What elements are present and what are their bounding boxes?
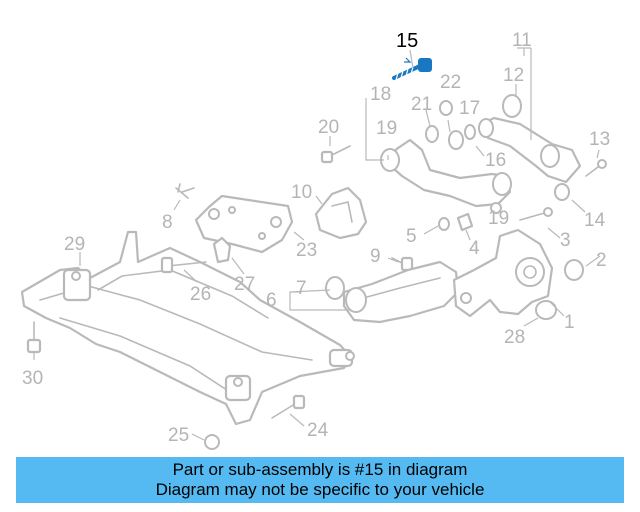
- callout-11: 11: [512, 30, 532, 51]
- callout-6: 6: [266, 290, 277, 311]
- bolt-part-15-highlighted: [392, 57, 432, 81]
- callout-1: 1: [564, 312, 575, 333]
- callout-3: 3: [560, 230, 571, 251]
- bushing-part-28: [535, 300, 557, 320]
- knuckle-part-1: [452, 228, 554, 318]
- bolt-part-13: [585, 159, 607, 177]
- banner-line-1: Part or sub-assembly is #15 in diagram: [172, 460, 468, 479]
- bolt-part-24: [271, 394, 306, 419]
- callout-25: 25: [168, 425, 189, 446]
- callout-30: 30: [22, 368, 43, 389]
- callout-29: 29: [64, 234, 85, 255]
- bushing-part-14: [554, 183, 570, 201]
- nut-part-22: [439, 100, 453, 116]
- callout-27: 27: [234, 274, 255, 295]
- bracket-part-4: [456, 212, 474, 232]
- washer-part-16: [464, 124, 476, 140]
- banner-line-2: Diagram may not be specific to your vehi…: [155, 480, 485, 499]
- callout-16: 16: [485, 150, 506, 171]
- callout-15: 15: [396, 30, 418, 52]
- callout-19a: 19: [376, 118, 397, 139]
- bolt-part-20: [320, 145, 351, 164]
- bushing-part-12: [502, 94, 522, 118]
- callout-2: 2: [596, 250, 607, 271]
- callout-17: 17: [459, 98, 480, 119]
- link-part-23: [194, 194, 294, 254]
- stud-part-30: [26, 321, 42, 354]
- callout-22: 22: [440, 72, 461, 93]
- info-banner: Part or sub-assembly is #15 in diagram D…: [16, 457, 624, 503]
- lower-arm-part-6: [325, 260, 460, 324]
- nut-part-25: [204, 434, 220, 450]
- rear-subframe: [20, 230, 355, 426]
- callout-13: 13: [589, 129, 610, 150]
- callout-28: 28: [504, 327, 525, 348]
- callout-8: 8: [162, 212, 173, 233]
- callout-10: 10: [291, 182, 312, 203]
- upper-arm-part-18: [380, 138, 512, 214]
- bolt-part-3: [519, 207, 553, 221]
- callout-24: 24: [307, 420, 329, 441]
- clip-part-27: [212, 236, 232, 264]
- bolt-part-8: [175, 183, 195, 199]
- bushing-part-2: [564, 259, 584, 281]
- bracket-part-10: [314, 186, 368, 240]
- bushing-part-17: [448, 130, 464, 150]
- callout-19b: 19: [488, 208, 509, 229]
- leader-lines: [33, 47, 601, 441]
- bolt-part-26: [160, 256, 207, 274]
- callout-12: 12: [503, 65, 524, 86]
- bolt-part-9: [391, 256, 414, 272]
- arm-part-11: [478, 116, 582, 184]
- callout-18: 18: [370, 84, 391, 105]
- parts-diagram: 15 11 12 22 18 21 17 20 19 13 16 10 14 8…: [20, 30, 610, 450]
- callout-21: 21: [411, 94, 432, 115]
- callout-5: 5: [406, 226, 417, 247]
- callout-26: 26: [190, 284, 211, 305]
- nut-part-5: [438, 217, 450, 231]
- callout-4: 4: [469, 238, 480, 259]
- washer-part-21: [425, 125, 439, 143]
- callout-labels: 15 11 12 22 18 21 17 20 19 13 16 10 14 8…: [22, 30, 610, 446]
- callout-9: 9: [370, 246, 381, 267]
- callout-23: 23: [296, 240, 317, 261]
- callout-20: 20: [318, 117, 339, 138]
- callout-7: 7: [296, 278, 307, 299]
- callout-14: 14: [584, 210, 606, 231]
